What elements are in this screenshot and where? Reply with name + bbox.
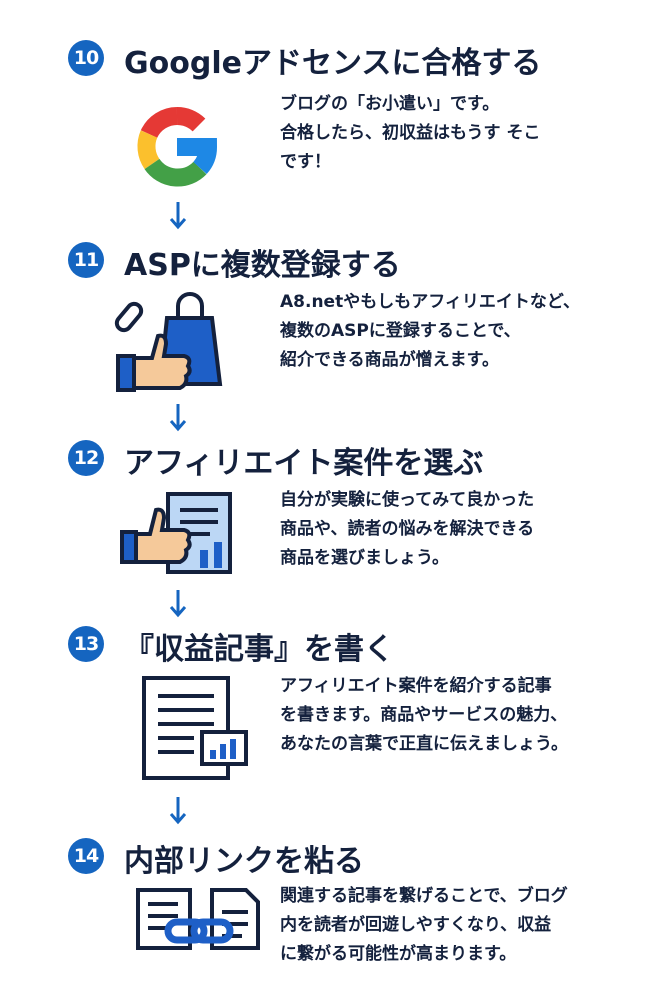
desc-line: 紹介できる商品が憎えます。 xyxy=(280,350,499,370)
desc-line: 関連する記事を繋げることで、ブログ xyxy=(280,886,568,906)
desc-line: ブログの「お小遣い」です。 xyxy=(280,94,500,114)
desc-line: を書きます。商品やサービスの魅力、 xyxy=(280,705,568,725)
step-number-badge: 13 xyxy=(68,626,104,662)
step-title: ASPに複数登録する xyxy=(124,248,401,283)
step-number-badge: 14 xyxy=(68,838,104,874)
desc-line: です！ xyxy=(280,152,331,172)
desc-line: 商品を選びましょう。 xyxy=(280,548,449,568)
step-title: 『収益記事』を書く xyxy=(124,632,394,667)
arrow-down-icon xyxy=(169,202,187,230)
step-title: Googleアドセンスに合格する xyxy=(124,46,542,81)
thumbs-up-document-icon xyxy=(118,490,238,584)
desc-line: に繋がる可能性が高まります。 xyxy=(280,944,517,964)
step-description: 自分が実験に使ってみて良かった 商品や、読者の悩みを解決できる 商品を選びましょ… xyxy=(280,486,534,573)
desc-line: A8.netやもしもアフィリエイトなど、 xyxy=(280,292,581,312)
desc-line: 複数のASPに登録することで、 xyxy=(280,321,521,341)
arrow-down-icon xyxy=(169,404,187,432)
desc-line: 内を読者が回遊しやすくなり、収益 xyxy=(280,915,552,935)
desc-line: 自分が実験に使ってみて良かった xyxy=(280,490,535,510)
step-description: A8.netやもしもアフィリエイトなど、 複数のASPに登録することで、 紹介で… xyxy=(280,288,580,375)
shopping-bag-thumbs-up-icon xyxy=(112,288,232,402)
desc-line: アフィリエイト案件を紹介する記事 xyxy=(280,676,552,696)
desc-line: あなたの言葉で正直に伝えましょう。 xyxy=(280,734,568,754)
step-description: ブログの「お小遣い」です。 合格したら、初収益はもうす そこ です！ xyxy=(280,90,540,177)
step-description: 関連する記事を繋げることで、ブログ 内を読者が回遊しやすくなり、収益 に繋がる可… xyxy=(280,882,568,969)
documents-link-icon xyxy=(134,886,264,960)
step-number-badge: 10 xyxy=(68,40,104,76)
step-title: 内部リンクを粘る xyxy=(124,844,364,879)
step-number-badge: 11 xyxy=(68,242,104,278)
google-logo-icon xyxy=(132,102,222,196)
step-title: アフィリエイト案件を選ぶ xyxy=(124,446,484,481)
arrow-down-icon xyxy=(169,797,187,825)
step-description: アフィリエイト案件を紹介する記事 を書きます。商品やサービスの魅力、 あなたの言… xyxy=(280,672,568,759)
desc-line: 合格したら、初収益はもうす そこ xyxy=(280,123,541,143)
desc-line: 商品や、読者の悩みを解決できる xyxy=(280,519,535,539)
arrow-down-icon xyxy=(169,590,187,618)
article-chart-icon xyxy=(140,674,250,788)
step-number-badge: 12 xyxy=(68,440,104,476)
